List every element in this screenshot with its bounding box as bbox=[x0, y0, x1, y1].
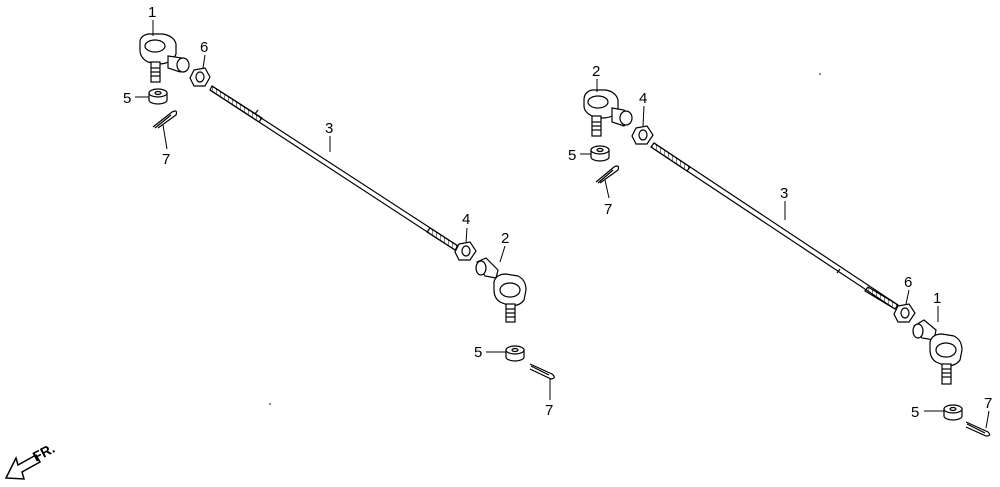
label-7-left-lower: 7 bbox=[545, 402, 553, 419]
cotter-pin-7-left bbox=[152, 110, 178, 129]
leaders-right bbox=[580, 79, 990, 429]
cotter-pin-7-right-lower bbox=[965, 421, 991, 437]
label-7-right-lower: 7 bbox=[984, 395, 992, 412]
lock-nut-4-right bbox=[631, 125, 654, 145]
stray-mark bbox=[819, 73, 821, 75]
cotter-pin-7-right bbox=[595, 165, 620, 184]
label-7-right: 7 bbox=[604, 201, 612, 218]
label-1-left: 1 bbox=[148, 4, 156, 21]
label-3-right: 3 bbox=[780, 185, 788, 202]
label-5-left-lower: 5 bbox=[474, 344, 482, 361]
front-arrow-icon: FR. bbox=[4, 440, 57, 480]
left-assembly bbox=[135, 20, 555, 400]
label-1-right: 1 bbox=[933, 290, 941, 307]
label-5-right: 5 bbox=[568, 147, 576, 164]
castle-nut-5-left-lower bbox=[505, 345, 525, 362]
label-4-left: 4 bbox=[462, 211, 470, 228]
tie-rod-end-2-right bbox=[583, 89, 633, 137]
label-5-left: 5 bbox=[123, 90, 131, 107]
right-assembly bbox=[580, 79, 991, 437]
label-6-left: 6 bbox=[200, 39, 208, 56]
leaders-left bbox=[135, 20, 551, 400]
label-2-left: 2 bbox=[501, 230, 509, 247]
castle-nut-5-right bbox=[590, 145, 610, 162]
label-3-left: 3 bbox=[325, 120, 333, 137]
lock-nut-6-left bbox=[189, 67, 211, 87]
tie-rod-end-1-right bbox=[912, 319, 963, 385]
label-6-right: 6 bbox=[904, 274, 912, 291]
castle-nut-5-left bbox=[148, 88, 168, 105]
label-4-right: 4 bbox=[639, 90, 647, 107]
label-5-right-lower: 5 bbox=[911, 404, 919, 421]
tie-rod-left bbox=[209, 85, 459, 251]
label-2-right: 2 bbox=[592, 63, 600, 80]
cotter-pin-7-left-lower bbox=[529, 363, 555, 380]
castle-nut-5-right-lower bbox=[943, 404, 963, 421]
lock-nut-4-left bbox=[454, 241, 477, 261]
tie-rod-right bbox=[650, 142, 899, 310]
lock-nut-6-right bbox=[893, 303, 916, 323]
tie-rod-end-2-left bbox=[475, 257, 527, 323]
label-7-left: 7 bbox=[162, 151, 170, 168]
tie-rod-end-1-left bbox=[139, 33, 190, 83]
stray-mark bbox=[269, 403, 271, 405]
